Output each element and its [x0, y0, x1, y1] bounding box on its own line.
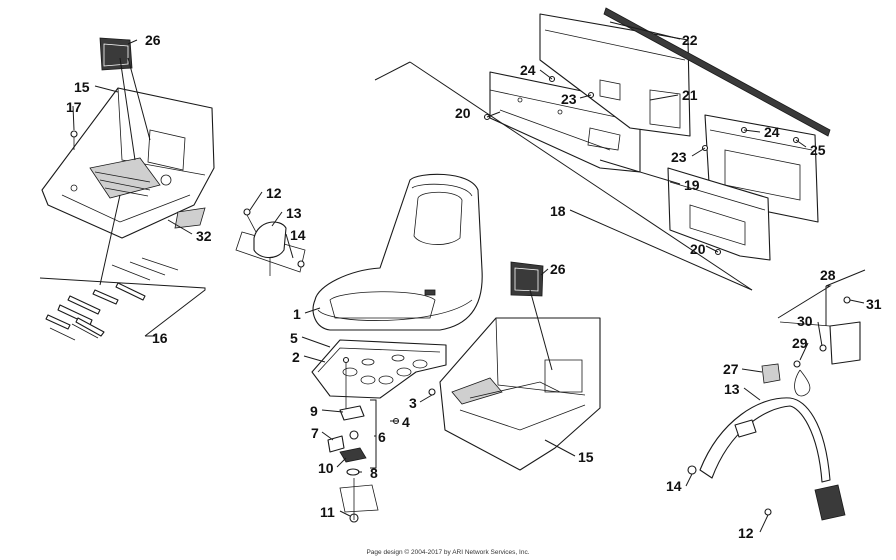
callout-24-right: 24: [764, 124, 780, 140]
callout-20-right: 20: [690, 241, 706, 257]
callout-23-lower: 23: [671, 149, 687, 165]
callout-12-right: 12: [738, 525, 754, 541]
callout-26-upper: 26: [145, 32, 161, 48]
callout-6: 6: [378, 429, 386, 445]
callout-25: 25: [810, 142, 826, 158]
callout-17: 17: [66, 99, 82, 115]
callout-18: 18: [550, 203, 566, 219]
callout-10: 10: [318, 460, 334, 476]
callout-31: 31: [866, 296, 882, 312]
callout-15-upper: 15: [74, 79, 90, 95]
callout-32: 32: [196, 228, 212, 244]
callout-1: 1: [293, 306, 301, 322]
callout-21: 21: [682, 87, 698, 103]
callout-29: 29: [792, 335, 808, 351]
tool-kit-16: [45, 257, 179, 341]
panel-fasteners: [483, 75, 800, 256]
panel-21-upper: [539, 13, 691, 137]
callout-9: 9: [310, 403, 318, 419]
callout-22: 22: [682, 32, 698, 48]
seat-base-upper-left: [41, 87, 215, 239]
callout-28: 28: [820, 267, 836, 283]
callout-14-left: 14: [290, 227, 306, 243]
callout-8: 8: [370, 465, 378, 481]
callout-14-right: 14: [666, 478, 682, 494]
callout-15-lower: 15: [578, 449, 594, 465]
callout-13-left: 13: [286, 205, 302, 221]
callout-26-lower: 26: [550, 261, 566, 277]
callout-5: 5: [290, 330, 298, 346]
callout-11: 11: [320, 504, 335, 520]
callout-20-left: 20: [455, 105, 471, 121]
callout-12-left: 12: [266, 185, 282, 201]
seat-1: [312, 173, 483, 331]
callout-16: 16: [152, 330, 168, 346]
callout-7: 7: [311, 425, 319, 441]
callout-23-upper: 23: [561, 91, 577, 107]
leader-lines: [39, 21, 866, 533]
callout-labels: 26 15 17 32 16 12 13 14 1 5 2 3 4 6 9 7 …: [66, 32, 882, 541]
screw-17: [70, 130, 78, 150]
callout-30: 30: [797, 313, 813, 329]
manual-pouch-right: [510, 261, 544, 297]
manual-pouch-upper-left: [99, 37, 133, 71]
copyright-footer: Page design © 2004-2017 by ARI Network S…: [366, 549, 530, 556]
callout-2: 2: [292, 349, 300, 365]
hinge-handle-13: [235, 208, 306, 276]
seat-belt-assembly: [687, 296, 861, 521]
callout-3: 3: [409, 395, 417, 411]
callout-4: 4: [402, 414, 410, 430]
callout-27: 27: [723, 361, 739, 377]
seat-adjust-hardware-6: [327, 356, 436, 523]
callout-24-left: 24: [520, 62, 536, 78]
seat-pan-plate-2: [311, 339, 447, 399]
callout-19: 19: [684, 177, 700, 193]
trim-strip-22: [603, 7, 831, 137]
seat-base-lower-right: [439, 317, 601, 471]
panel-20-lower: [667, 167, 771, 261]
callout-13-right: 13: [724, 381, 740, 397]
